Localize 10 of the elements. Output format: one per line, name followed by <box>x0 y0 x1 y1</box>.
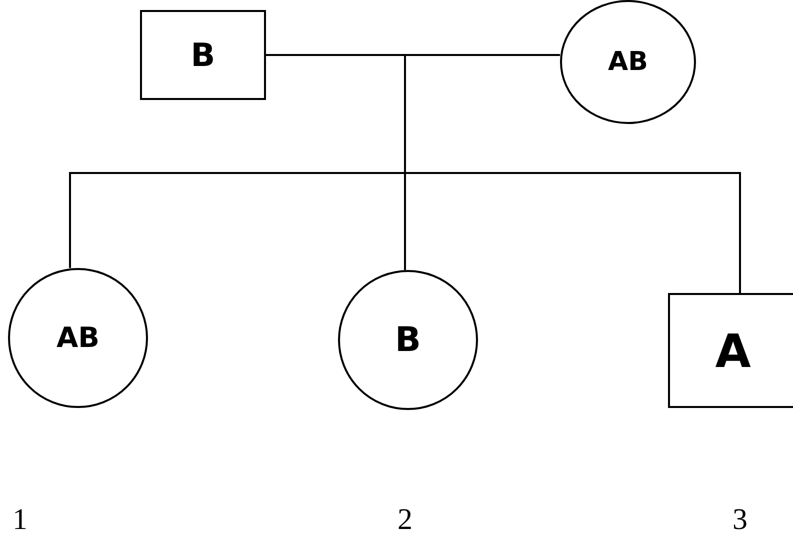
blood-type-label: B <box>395 323 421 357</box>
blood-type-label: AB <box>608 49 648 75</box>
child-number: 2 <box>398 505 412 534</box>
child-number: 1 <box>12 505 28 534</box>
male-square <box>140 10 266 100</box>
child-number: 3 <box>732 505 748 534</box>
blood-type-label: B <box>190 39 216 71</box>
male-square <box>668 293 793 408</box>
blood-type-label: AB <box>56 324 100 352</box>
blood-type-label: A <box>715 328 751 374</box>
